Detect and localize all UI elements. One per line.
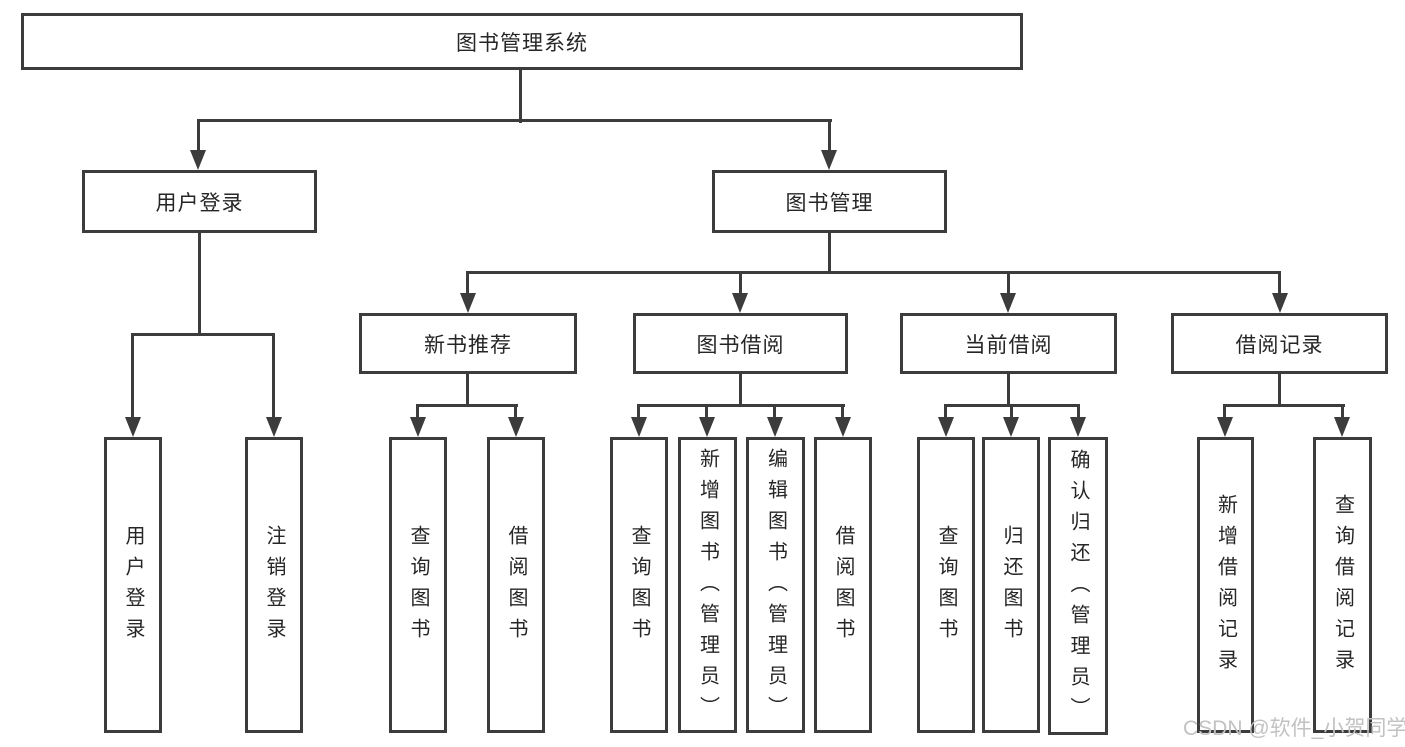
connector-book-borrow-drop-1 [637, 404, 640, 419]
arrow-down-confirm-return [1070, 417, 1086, 437]
node-library-management-system: 图书管理系统 [21, 13, 1023, 70]
connector-user-login-drop-1 [131, 333, 134, 419]
arrow-down-leaf-logout [266, 417, 282, 437]
leaf-query-book-current: 查询图书 [917, 437, 975, 733]
csdn-watermark: CSDN @软件_小贺同学 [1183, 717, 1405, 740]
connector-root-drop-left [197, 119, 200, 153]
connector-root-stem [519, 68, 522, 123]
leaf-add-borrow-record: 新增借阅记录 [1197, 437, 1254, 733]
arrow-down-user-login [190, 150, 206, 170]
node-user-login: 用户登录 [82, 170, 317, 233]
connector-records-stem [1278, 373, 1281, 407]
connector-user-login-rail [131, 333, 275, 336]
arrow-down-new-book-rec [460, 293, 476, 313]
connector-book-mgmt-rail [466, 271, 1281, 274]
leaf-confirm-return-admin: 确认归还（管理员） [1048, 437, 1108, 735]
node-book-borrowing: 图书借阅 [633, 313, 848, 374]
connector-book-mgmt-drop-2 [739, 271, 742, 297]
node-book-management: 图书管理 [712, 170, 947, 233]
arrow-down-borrow-book-1 [508, 417, 524, 437]
node-borrowing-records: 借阅记录 [1171, 313, 1388, 374]
arrow-down-leaf-user-login [125, 417, 141, 437]
node-current-borrowing: 当前借阅 [900, 313, 1117, 374]
connector-user-login-drop-2 [272, 333, 275, 419]
arrow-down-query-borrow-record [1334, 417, 1350, 437]
arrow-down-borrow-records [1272, 293, 1288, 313]
arrow-down-return-book [1003, 417, 1019, 437]
arrow-down-query-book-1 [410, 417, 426, 437]
arrow-down-query-book-3 [938, 417, 954, 437]
connector-book-borrow-drop-4 [841, 404, 844, 419]
leaf-borrow-book-borrowing: 借阅图书 [814, 437, 872, 733]
leaf-query-book-borrowing: 查询图书 [610, 437, 668, 733]
connector-new-book-stem [466, 373, 469, 407]
connector-current-borrow-drop-2 [1010, 404, 1013, 419]
connector-book-borrow-drop-3 [773, 404, 776, 419]
arrow-down-add-book [699, 417, 715, 437]
connector-current-borrow-drop-1 [944, 404, 947, 419]
leaf-user-login: 用户登录 [104, 437, 162, 733]
leaf-borrow-book-recommend: 借阅图书 [487, 437, 545, 733]
leaf-return-book: 归还图书 [982, 437, 1040, 733]
connector-user-login-stem [198, 232, 201, 335]
arrow-down-query-book-2 [631, 417, 647, 437]
arrow-down-add-borrow-record [1217, 417, 1233, 437]
leaf-logout: 注销登录 [245, 437, 303, 733]
connector-book-borrow-rail [637, 404, 845, 407]
connector-book-borrow-stem [739, 373, 742, 407]
leaf-edit-book-admin: 编辑图书（管理员） [746, 437, 805, 733]
connector-book-mgmt-drop-3 [1007, 271, 1010, 297]
connector-records-drop-1 [1223, 404, 1226, 419]
connector-root-rail [197, 119, 832, 122]
connector-records-rail [1223, 404, 1345, 407]
arrow-down-borrow-book-2 [835, 417, 851, 437]
connector-book-borrow-drop-2 [705, 404, 708, 419]
connector-current-borrow-stem [1007, 373, 1010, 407]
connector-root-drop-right [828, 119, 831, 153]
arrow-down-edit-book [767, 417, 783, 437]
node-new-book-recommendation: 新书推荐 [359, 313, 577, 374]
leaf-query-borrow-record: 查询借阅记录 [1313, 437, 1372, 733]
arrow-down-current-borrow [1000, 293, 1016, 313]
connector-new-book-drop-2 [514, 404, 517, 419]
connector-new-book-drop-1 [416, 404, 419, 419]
connector-book-mgmt-drop-1 [466, 271, 469, 297]
connector-current-borrow-drop-3 [1077, 404, 1080, 419]
connector-book-mgmt-drop-4 [1278, 271, 1281, 297]
leaf-add-book-admin: 新增图书（管理员） [678, 437, 737, 733]
arrow-down-book-borrow [732, 293, 748, 313]
connector-new-book-rail [416, 404, 518, 407]
connector-records-drop-2 [1341, 404, 1344, 419]
arrow-down-book-management [821, 150, 837, 170]
connector-book-mgmt-stem [828, 232, 831, 274]
leaf-query-book-recommend: 查询图书 [389, 437, 447, 733]
